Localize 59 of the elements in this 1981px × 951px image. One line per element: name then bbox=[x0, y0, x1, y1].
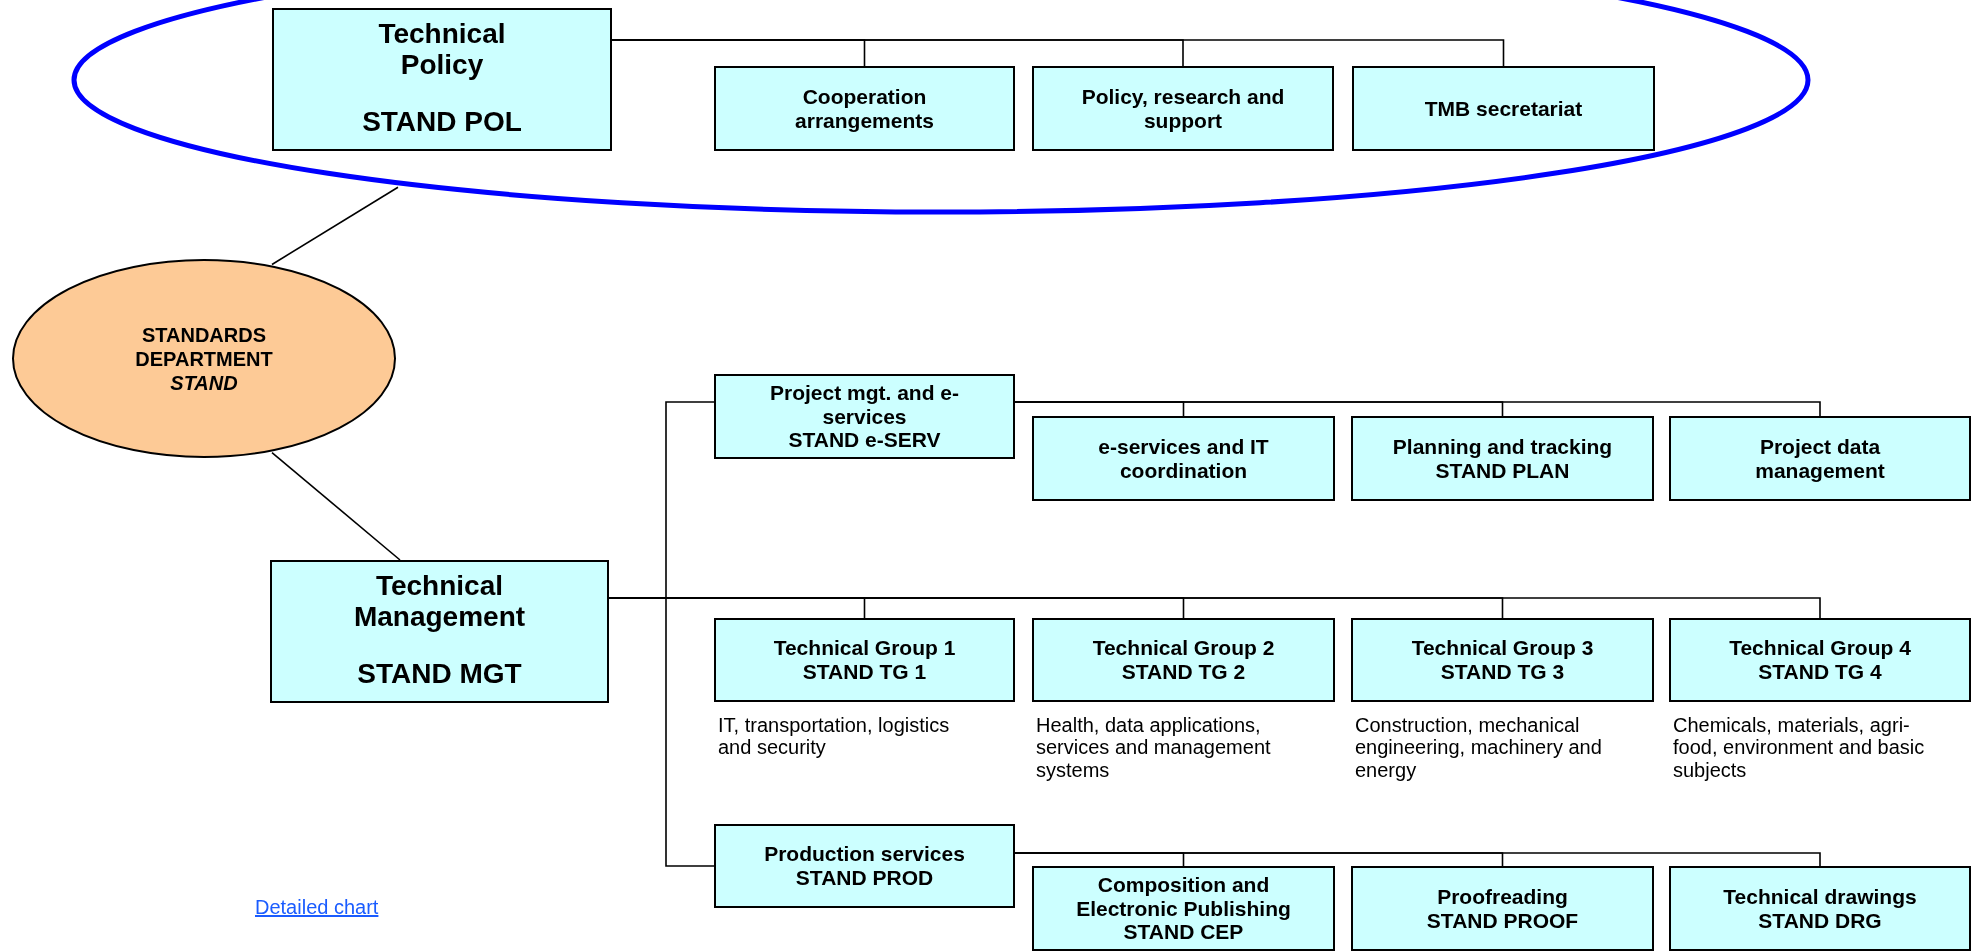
unit-name: Technical Management bbox=[352, 570, 527, 633]
unit-code: STAND MGT bbox=[357, 657, 522, 689]
unit-name: Technical Group 1 bbox=[773, 636, 956, 660]
unit-code: STAND PLAN bbox=[1435, 458, 1570, 482]
unit-box bbox=[1351, 416, 1654, 501]
unit-name: Proofreading bbox=[1437, 885, 1568, 909]
connector-line bbox=[1014, 401, 1821, 417]
connector-line bbox=[611, 39, 1505, 67]
unit-box bbox=[1032, 66, 1334, 151]
unit-name: Production services bbox=[764, 842, 965, 866]
unit-box bbox=[714, 618, 1015, 702]
unit-box bbox=[1032, 416, 1335, 501]
unit-name: STANDARDS DEPARTMENT bbox=[134, 322, 274, 371]
unit-box bbox=[714, 374, 1015, 459]
unit-box bbox=[1669, 416, 1971, 501]
department-oval bbox=[11, 258, 397, 459]
unit-name: Technical Group 2 bbox=[1092, 636, 1275, 660]
unit-box bbox=[1351, 866, 1654, 951]
unit-name: TMB secretariat bbox=[1424, 96, 1583, 121]
link: Detailed chart bbox=[255, 896, 379, 919]
unit-code: STAND CEP bbox=[1123, 920, 1244, 944]
unit-box bbox=[1669, 866, 1971, 951]
unit-name: Policy, research and support bbox=[1080, 85, 1286, 132]
scope-note: Construction, mechanical engineering, machinery and energy bbox=[1355, 714, 1603, 782]
unit-box bbox=[270, 560, 609, 703]
unit-name: Technical Policy bbox=[377, 18, 507, 81]
unit-box bbox=[1352, 66, 1655, 151]
unit-name: Project mgt. and e-services bbox=[769, 381, 960, 429]
connector-line bbox=[271, 451, 401, 561]
unit-code: STAND DRG bbox=[1758, 908, 1882, 932]
scope-note: IT, transportation, logistics and security bbox=[718, 714, 951, 759]
unit-box bbox=[1032, 866, 1335, 951]
unit-box bbox=[1351, 618, 1654, 702]
unit-box bbox=[1032, 618, 1335, 702]
unit-code: STAND PROOF bbox=[1426, 908, 1579, 932]
connector-line bbox=[271, 186, 399, 266]
unit-box bbox=[272, 8, 612, 151]
unit-box bbox=[714, 66, 1015, 151]
unit-name: Composition and Electronic Publishing bbox=[1075, 873, 1292, 921]
unit-name: Planning and tracking bbox=[1392, 435, 1613, 459]
unit-box bbox=[714, 824, 1015, 908]
unit-code: STAND PROD bbox=[795, 866, 934, 890]
unit-code: STAND TG 1 bbox=[802, 660, 927, 684]
unit-code: STAND bbox=[170, 370, 238, 395]
unit-name: e-services and IT coordination bbox=[1097, 435, 1270, 482]
unit-code: STAND TG 4 bbox=[1758, 660, 1882, 684]
unit-box bbox=[1669, 618, 1971, 702]
connector-line bbox=[1014, 852, 1821, 867]
scope-note: Chemicals, materials, agri-food, environment and basic subjects bbox=[1673, 714, 1926, 782]
unit-code: STAND TG 2 bbox=[1121, 660, 1246, 684]
unit-code: STAND e-SERV bbox=[788, 428, 941, 452]
unit-name: Technical Group 3 bbox=[1411, 636, 1594, 660]
unit-name: Cooperation arrangements bbox=[794, 85, 935, 132]
unit-name: Project data management bbox=[1754, 435, 1886, 482]
unit-name: Technical drawings bbox=[1723, 885, 1917, 909]
unit-code: STAND POL bbox=[362, 105, 522, 137]
scope-note: Health, data applications, services and management systems bbox=[1036, 714, 1272, 782]
unit-name: Technical Group 4 bbox=[1729, 636, 1911, 660]
unit-code: STAND TG 3 bbox=[1440, 660, 1565, 684]
